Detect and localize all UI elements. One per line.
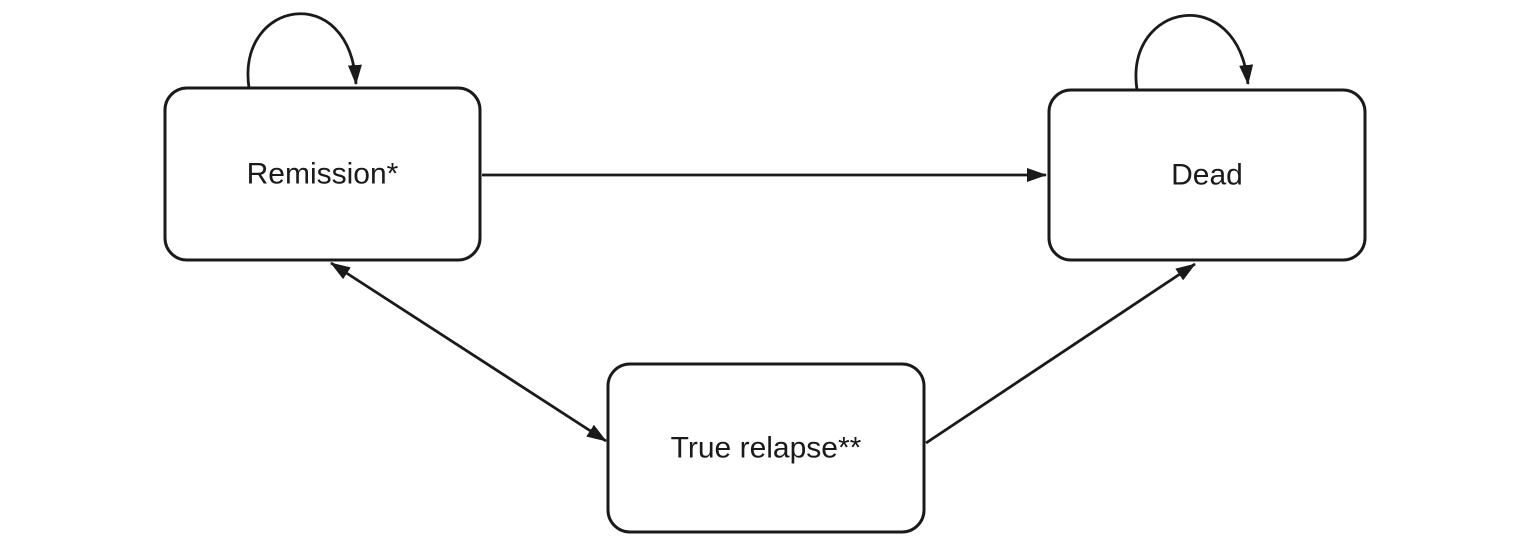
edges-layer (246, 12, 1254, 445)
edge-true-relapse-to-dead-arrow (925, 262, 1196, 445)
self-loop-remission-arrow (246, 12, 362, 89)
node-true-relapse-box (606, 362, 926, 534)
node-remission-box (163, 86, 482, 262)
node-remission-label: Remission* (247, 158, 399, 191)
self-loop-dead-arrow (1134, 14, 1254, 91)
node-remission: Remission* (163, 86, 482, 262)
edge-remission-to-true-relapse-arrow (330, 261, 607, 443)
node-dead: Dead (1047, 88, 1367, 262)
node-true-relapse: True relapse** (606, 362, 926, 534)
node-dead-label: Dead (1171, 159, 1243, 192)
node-true-relapse-label: True relapse** (671, 432, 862, 465)
node-dead-box (1047, 88, 1367, 262)
